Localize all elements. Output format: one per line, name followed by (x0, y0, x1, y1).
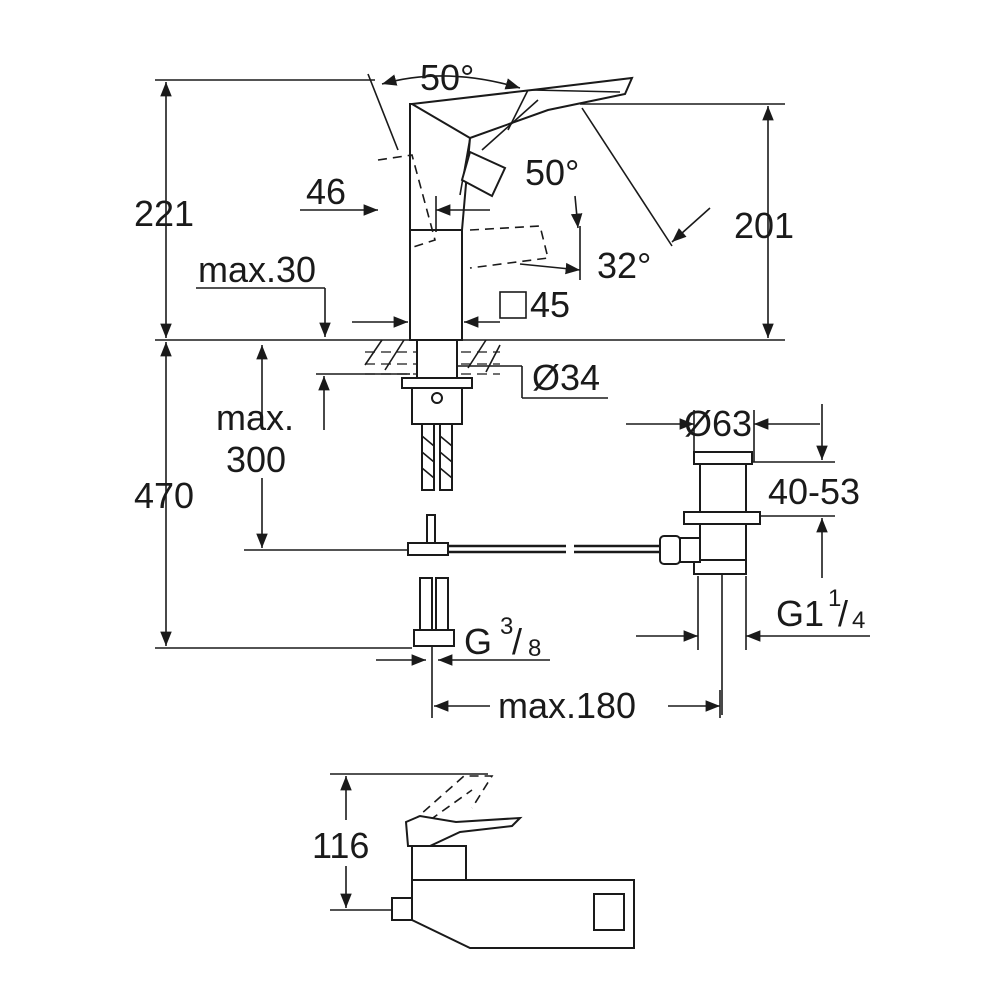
faucet-front-view (155, 76, 785, 715)
dim-lever-angle-arc (381, 74, 521, 90)
label-221: 221 (134, 193, 194, 234)
waste-outlet (693, 559, 747, 575)
label-g114-main: G1 (776, 593, 824, 634)
waste-side-port (679, 537, 701, 563)
label-max300-top: max. (216, 397, 294, 438)
label-g38-num: 3 (500, 613, 513, 640)
label-g114-num: 1 (828, 585, 841, 612)
side-body-top (411, 845, 467, 881)
lever-raised-outline (377, 154, 436, 249)
dim-lever-down-line (481, 99, 539, 151)
lever-swivel-outline (469, 225, 549, 269)
label-angle-32: 32° (597, 245, 651, 286)
svg-text:/: / (838, 593, 848, 634)
waste-lever-connection (659, 535, 681, 565)
faucet-side-view (330, 773, 635, 949)
side-lever-raised (411, 775, 494, 823)
label-116: 116 (312, 825, 369, 866)
angle-valve-left (419, 577, 433, 631)
label-4053: 40-53 (768, 471, 860, 512)
waste-flange (693, 451, 753, 465)
side-aerator (593, 893, 625, 931)
mounting-shank (416, 339, 458, 379)
mounting-nut (401, 377, 473, 389)
label-46: 46 (306, 171, 346, 212)
label-63: Ø63 (684, 403, 752, 444)
waste-nut (683, 511, 761, 525)
dimension-labels: 221 201 50° 50° 32° 46 max.30 45 Ø34 max… (134, 57, 865, 866)
label-g38-den: 8 (528, 635, 541, 662)
label-angle-50-top: 50° (420, 57, 474, 98)
label-angle-50-lower: 50° (525, 152, 579, 193)
label-max30: max.30 (198, 249, 316, 290)
faucet-body-lower (409, 229, 463, 341)
waste-tail (699, 523, 747, 561)
rod-clamp (407, 542, 449, 556)
side-lever (404, 814, 523, 847)
label-45: 45 (530, 284, 570, 325)
label-470: 470 (134, 475, 194, 516)
side-lever-cap (391, 897, 413, 921)
label-g114-den: 4 (852, 607, 865, 634)
label-g38-main: G (464, 621, 492, 662)
label-max300-bottom: 300 (226, 439, 286, 480)
svg-text:/: / (512, 621, 522, 662)
valve-base (413, 629, 455, 647)
label-201: 201 (734, 205, 794, 246)
label-34: Ø34 (532, 357, 600, 398)
dim-swivel-line (581, 107, 673, 247)
lever-handle (460, 150, 507, 198)
square-symbol (499, 291, 527, 319)
popup-waste (659, 451, 761, 715)
dimension-lines (155, 73, 870, 718)
angle-valve-right (435, 577, 449, 631)
waste-body (699, 463, 747, 513)
label-max180: max.180 (498, 685, 636, 726)
